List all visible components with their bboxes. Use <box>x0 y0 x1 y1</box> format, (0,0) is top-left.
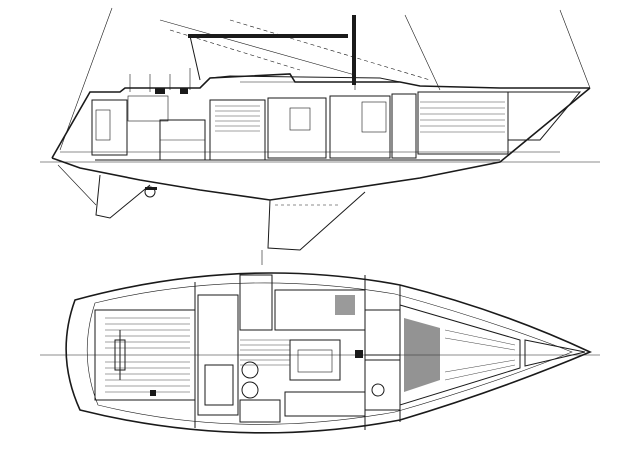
keel <box>267 191 366 251</box>
stove-burner-2 <box>241 381 259 399</box>
galley-cabinet-door <box>289 107 311 131</box>
stove-burner <box>241 361 259 379</box>
hanging-locker-shade <box>335 295 355 315</box>
cockpit-locker <box>127 95 169 122</box>
plan-view <box>40 272 600 434</box>
forestay <box>404 14 441 91</box>
anchor-locker <box>524 339 586 367</box>
saloon-table <box>289 339 341 381</box>
cockpit-grating <box>105 317 190 393</box>
cabin-top <box>209 75 401 83</box>
nav-station <box>209 99 266 161</box>
saloon-settee <box>329 95 391 159</box>
cabin-sole-pattern <box>240 339 290 366</box>
rudder <box>95 174 151 219</box>
saloon-door <box>361 101 387 133</box>
v-berth-cushion <box>404 318 440 392</box>
backstay <box>59 7 113 151</box>
hanging-locker <box>364 359 401 411</box>
icebox <box>239 274 273 331</box>
head-compartment <box>391 93 417 159</box>
galley-cabinet <box>267 97 327 159</box>
head <box>364 309 401 356</box>
aft-cabin-shelf <box>95 109 111 141</box>
bilge-pump <box>150 390 156 396</box>
mast-step <box>352 15 356 85</box>
boom <box>188 34 348 38</box>
saloon-table-top <box>297 349 333 373</box>
starboard-settee <box>284 391 366 417</box>
nav-table <box>239 399 281 423</box>
hull-bottom <box>51 87 591 201</box>
plan-inner-line <box>86 282 573 425</box>
skeg-line <box>57 164 97 206</box>
deck-line <box>51 73 590 159</box>
mast-partner <box>355 350 363 358</box>
toilet <box>371 383 385 397</box>
winch <box>180 88 188 94</box>
galley-sink <box>204 364 234 406</box>
boom-support <box>189 35 201 81</box>
profile-view <box>40 7 600 251</box>
prop-shaft <box>145 187 157 190</box>
aft-cabin <box>91 99 128 156</box>
nav-hatching <box>215 105 260 132</box>
profile-interior <box>91 68 582 161</box>
chain-locker <box>507 91 582 141</box>
companionway <box>197 294 239 416</box>
dashed-rig-line <box>229 19 431 81</box>
v-berth-hatching <box>420 101 505 133</box>
winch <box>155 88 165 94</box>
v-berth-hatching <box>444 329 516 381</box>
plan-hull-outline <box>65 272 592 434</box>
mainsail-leech <box>159 19 356 76</box>
forward-cabin <box>417 91 509 155</box>
headsail-luff <box>559 9 591 89</box>
